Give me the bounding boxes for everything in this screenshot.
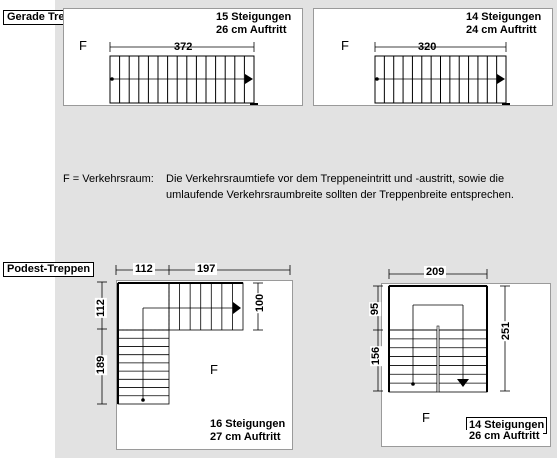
height-dimension: 112 xyxy=(94,298,107,318)
height-dimension: 251 xyxy=(500,320,513,342)
section-label-landing: Podest-Treppen xyxy=(3,262,95,277)
walking-line-start xyxy=(411,382,415,386)
steps-label: 14 Steigungen xyxy=(466,417,548,434)
landing-stair-plan xyxy=(373,269,510,393)
steps-label: 16 Steigungen xyxy=(210,418,286,430)
straight-stair-panel-right xyxy=(313,8,553,106)
zone-label: F xyxy=(422,410,430,425)
walking-line-arrow xyxy=(457,379,469,387)
straight-stair-plan xyxy=(374,42,510,105)
margin-band xyxy=(0,0,55,458)
walking-line-start xyxy=(110,77,114,81)
height-dimension: 189 xyxy=(95,354,108,376)
straight-stair-plan xyxy=(109,42,258,105)
width-dimension: 197 xyxy=(195,263,218,275)
tread-label: 26 cm Auftritt xyxy=(216,24,287,36)
height-dimension: 156 xyxy=(370,345,383,367)
width-dimension: 209 xyxy=(424,266,447,278)
height-dimension: 100 xyxy=(254,292,267,314)
note-line-2: umlaufende Verkehrsraumbreite sollten de… xyxy=(166,189,514,201)
tread-label: 27 cm Auftritt xyxy=(210,431,281,443)
zone-label: F xyxy=(79,38,87,53)
landing-stair-plan xyxy=(97,265,291,405)
walking-line-arrow xyxy=(497,74,505,84)
steps-label: 14 Steigungen xyxy=(466,11,542,23)
stair-outline xyxy=(168,282,244,331)
stair-outline xyxy=(117,329,170,405)
landing-area xyxy=(117,282,170,331)
landing-area xyxy=(388,285,488,331)
stair-outline xyxy=(109,55,255,104)
stair-eye xyxy=(436,325,440,393)
zone-label: F xyxy=(210,362,218,377)
note-term: F = Verkehrsraum: xyxy=(63,173,154,185)
walking-line-arrow xyxy=(245,74,253,84)
tread-label: 26 cm Auftritt xyxy=(466,430,543,443)
width-dimension: 112 xyxy=(133,263,155,275)
walking-line-start xyxy=(141,398,145,402)
tread-label: 24 cm Auftritt xyxy=(466,24,537,36)
walking-line-start xyxy=(375,77,379,81)
walking-line-arrow xyxy=(233,302,241,314)
note-line-1: Die Verkehrsraumtiefe vor dem Treppenein… xyxy=(166,173,505,185)
steps-label: 15 Steigungen xyxy=(216,11,292,23)
straight-stair-panel-left xyxy=(63,8,303,106)
height-dimension: 95 xyxy=(369,301,382,317)
zone-label: F xyxy=(341,38,349,53)
